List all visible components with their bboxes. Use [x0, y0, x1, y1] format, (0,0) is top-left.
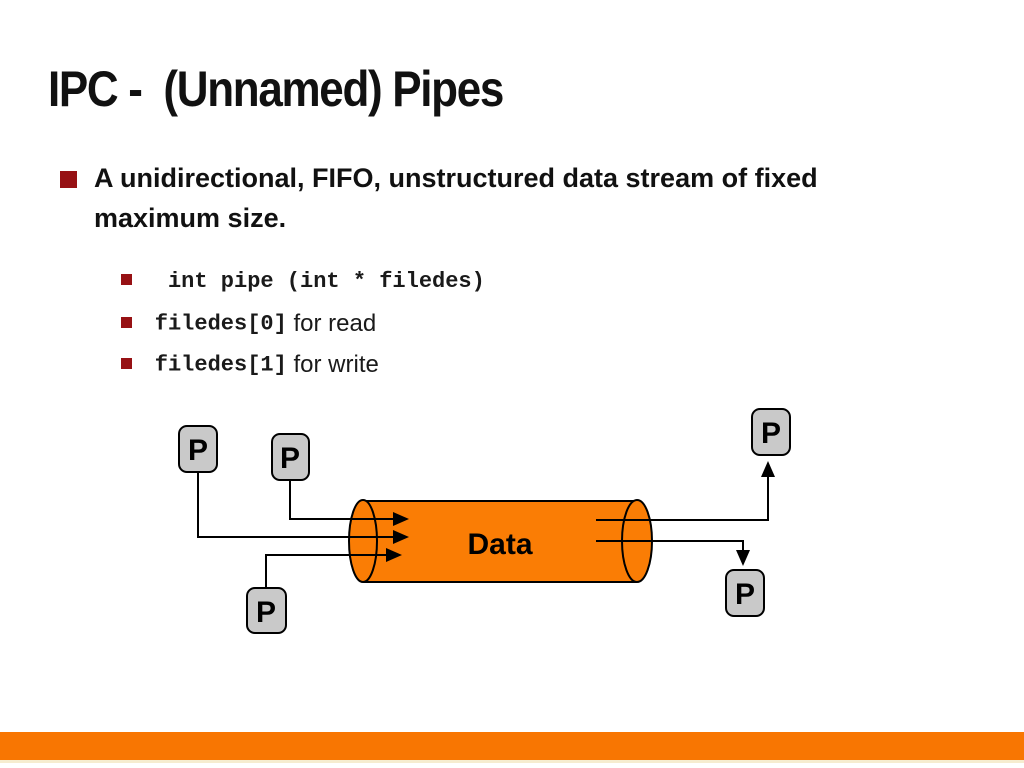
- reader-arrowheads: [736, 461, 775, 566]
- code-int-pipe: int pipe (int * filedes): [154, 269, 485, 294]
- sub-bullet-filedes0: filedes[0] for read: [103, 292, 376, 337]
- arrowhead-right-icon: [393, 512, 409, 526]
- process-label: P: [735, 578, 755, 611]
- writer-connectors: [197, 472, 393, 588]
- sub-bullet-filedes1: filedes[1] for write: [103, 333, 379, 378]
- writer-arrowheads: [386, 512, 409, 562]
- bullet-square-icon: [120, 316, 132, 328]
- bottom-cream-line: [0, 760, 1024, 763]
- connector-p2-to-pipe: [289, 480, 393, 520]
- process-label: P: [256, 596, 276, 629]
- process-node: P: [178, 425, 218, 473]
- process-node: P: [725, 569, 765, 617]
- text-for-read: for read: [286, 310, 377, 337]
- arrowhead-up-icon: [761, 461, 775, 477]
- code-filedes1: filedes[1]: [154, 352, 287, 378]
- process-node: P: [246, 587, 287, 634]
- arrowhead-right-icon: [393, 530, 409, 544]
- arrowhead-down-icon: [736, 550, 750, 566]
- pipe-data-label: Data: [467, 528, 532, 561]
- text-for-write: for write: [286, 351, 379, 378]
- process-nodes: P P P P P: [178, 408, 791, 634]
- sub-bullet-pipe-call: int pipe (int * filedes): [103, 251, 485, 294]
- process-label: P: [188, 434, 208, 467]
- bullet-square-icon: [120, 357, 132, 369]
- process-node: P: [751, 408, 791, 456]
- code-filedes0: filedes[0]: [154, 311, 287, 337]
- connector-p1-to-pipe: [197, 472, 393, 538]
- arrowhead-right-icon: [386, 548, 402, 562]
- bottom-orange-bar: [0, 732, 1024, 760]
- connector-pipe-to-p5: [596, 540, 744, 552]
- bullet-square-icon: [60, 171, 77, 188]
- main-bullet: A unidirectional, FIFO, unstructured dat…: [60, 158, 900, 238]
- process-label: P: [761, 417, 781, 450]
- page-title: IPC - (Unnamed) Pipes: [48, 61, 504, 117]
- bullet-square-icon: [120, 274, 132, 285]
- process-node: P: [271, 433, 310, 481]
- reader-connectors: [596, 475, 769, 552]
- process-label: P: [280, 442, 300, 475]
- connector-p3-to-pipe: [265, 554, 386, 588]
- connector-pipe-to-p4: [596, 475, 769, 521]
- pipe-body: [363, 500, 637, 583]
- pipe-left-ellipse: [348, 499, 378, 583]
- main-bullet-text: A unidirectional, FIFO, unstructured dat…: [94, 163, 818, 233]
